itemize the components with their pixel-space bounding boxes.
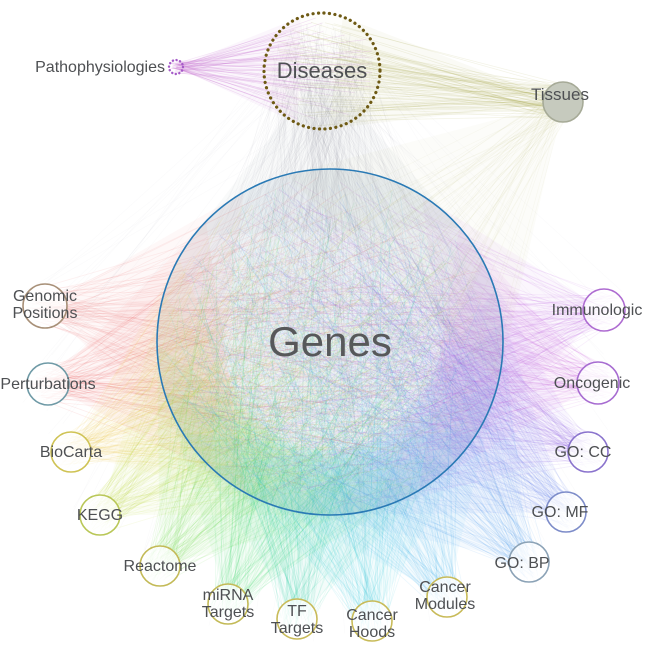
edge-bundle-tissues-genes	[167, 85, 581, 502]
label-kegg: KEGG	[77, 507, 123, 524]
edge-wedge	[71, 257, 286, 510]
node-kegg[interactable]	[79, 494, 121, 536]
edge-bundle-mirna-targets-genes	[164, 188, 476, 622]
edge-wedge	[332, 289, 566, 515]
edge-wedge	[157, 344, 375, 566]
node-cancer-modules[interactable]	[426, 576, 468, 618]
edge-bundle-go-mf-genes	[178, 181, 583, 530]
edge-bundle-go-bp-genes	[174, 183, 547, 580]
node-rings	[22, 11, 626, 642]
edge-wedge	[45, 191, 244, 466]
label-pathophysiologies: Pathophysiologies	[35, 59, 165, 76]
label-biocarta: BioCarta	[40, 444, 102, 461]
node-go-mf[interactable]	[545, 491, 587, 533]
edge-bundle-immunologic-genes	[180, 193, 622, 492]
edge-bundle-perturbations-genes	[29, 177, 480, 495]
edge-wedge	[418, 227, 598, 491]
node-cancer-hoods[interactable]	[351, 600, 393, 642]
label-perturbations: Perturbations	[0, 376, 95, 393]
edge-bundle-reactome-genes	[141, 205, 491, 583]
label-go-cc: GO: CC	[555, 444, 612, 461]
label-go-bp: GO: BP	[494, 555, 549, 572]
label-tissues: Tissues	[531, 85, 589, 104]
node-tissues[interactable]	[542, 81, 584, 123]
edge-bundle-diseases-genes	[168, 22, 496, 498]
node-genomic-positions[interactable]	[22, 283, 68, 329]
edge-wedge	[182, 432, 453, 619]
edge-bundles	[26, 16, 622, 638]
node-area-fills	[157, 13, 503, 515]
node-genes[interactable]	[156, 168, 504, 516]
edge-bundle-go-cc-genes	[168, 183, 606, 510]
node-labels: Genes Diseases PathophysiologiesTissuesGen…	[0, 58, 642, 641]
node-perturbations[interactable]	[26, 362, 70, 406]
diseases-area-fill	[264, 13, 380, 129]
node-go-cc[interactable]	[567, 431, 609, 473]
label-genes: Genes	[268, 318, 392, 365]
edge-wedge	[374, 258, 588, 510]
edge-bundle-cancer-hoods-genes	[165, 204, 482, 638]
node-pathophysiologies[interactable]	[167, 58, 185, 76]
node-diseases[interactable]	[262, 11, 382, 131]
label-oncogenic: Oncogenic	[554, 375, 631, 392]
edge-wedge	[422, 195, 604, 464]
edge-wedge	[250, 382, 499, 597]
edge-wedge	[293, 322, 529, 562]
node-go-bp[interactable]	[508, 541, 550, 583]
node-reactome[interactable]	[139, 545, 181, 587]
label-immunologic: Immunologic	[552, 302, 643, 319]
edge-bundle-biocarta-genes	[54, 194, 481, 510]
node-biocarta[interactable]	[50, 431, 92, 473]
edge-wedge	[164, 391, 419, 604]
edge-bundle-oncogenic-genes	[181, 180, 617, 492]
label-diseases: Diseases	[277, 58, 367, 83]
node-immunologic[interactable]	[582, 288, 626, 332]
edge-wedge	[210, 426, 481, 621]
label-reactome: Reactome	[124, 558, 197, 575]
edge-wedge	[48, 221, 247, 494]
edge-bundle-genomic-positions-genes	[26, 181, 475, 492]
edge-bundle-tissues-diseases	[267, 16, 579, 129]
node-mirna-targets[interactable]	[207, 583, 249, 625]
node-oncogenic[interactable]	[576, 361, 620, 405]
genes-area-fill	[157, 169, 503, 515]
label-go-mf: GO: MF	[532, 504, 589, 521]
edge-wedge	[328, 16, 563, 129]
edge-bundle-tf-targets-genes	[168, 183, 478, 637]
node-tf-targets[interactable]	[276, 598, 318, 640]
